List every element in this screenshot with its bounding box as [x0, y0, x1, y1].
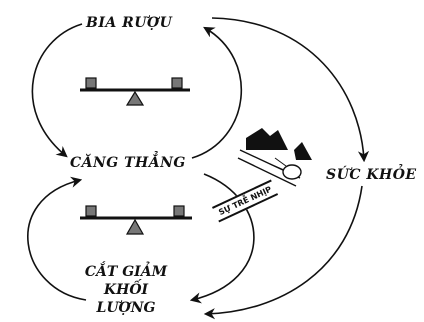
node-weight-loss-line3: LƯỢNG [96, 300, 156, 316]
snowball-slope-icon [237, 128, 312, 187]
node-weight-loss: CẮT GIẢM KHỐI LƯỢNG [72, 263, 180, 317]
arrow-health-to-weightloss [203, 185, 363, 320]
node-health: SỨC KHỎE [326, 167, 417, 183]
node-weight-loss-line2: KHỐI [103, 282, 149, 298]
balance-icon-upper [80, 77, 190, 106]
loop-arrow-stress-to-weightloss [189, 173, 255, 304]
node-stress: CĂNG THẲNG [70, 155, 186, 171]
balance-icon-lower [80, 205, 192, 235]
node-alcohol: BIA RƯỢU [86, 15, 173, 31]
loop-arrow-alcohol-to-stress [31, 23, 83, 158]
node-weight-loss-line1: CẮT GIẢM [84, 264, 168, 280]
loop-arrow-stress-to-alcohol [191, 26, 243, 159]
arrow-alcohol-to-health [211, 17, 370, 163]
loop-arrow-weightloss-to-stress [27, 176, 87, 301]
